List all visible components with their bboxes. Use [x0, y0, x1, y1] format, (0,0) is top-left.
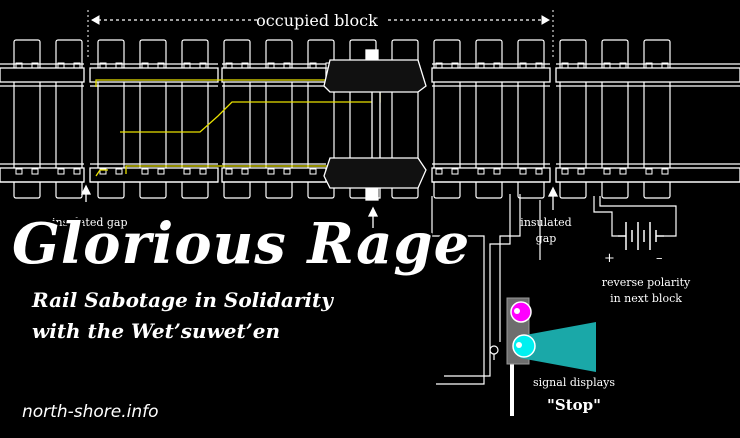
- railroad-tie: [139, 39, 167, 199]
- gap-arrows: [80, 184, 559, 228]
- rails: [0, 63, 740, 183]
- bolt: [183, 62, 191, 69]
- bolt: [225, 168, 233, 175]
- website-credit: north-shore.info: [22, 402, 159, 422]
- bolt: [309, 62, 317, 69]
- bolt: [115, 168, 123, 175]
- wheel-axle-icon: [323, 49, 427, 201]
- insulated-gap-right-label-2: gap: [536, 232, 557, 245]
- rail-segment: [0, 167, 85, 183]
- reverse-polarity-label-1: reverse polarity: [602, 276, 691, 289]
- bolt: [577, 62, 585, 69]
- railroad-tie: [181, 39, 209, 199]
- bolt: [141, 168, 149, 175]
- rail-segment: [0, 67, 85, 83]
- occupied-block-marker: [87, 10, 554, 58]
- bolt: [15, 62, 23, 69]
- bolt: [309, 168, 317, 175]
- bolt: [603, 62, 611, 69]
- occupied-block-label: occupied block: [256, 11, 378, 30]
- bolt: [477, 62, 485, 69]
- bolt: [283, 168, 291, 175]
- bolt: [645, 168, 653, 175]
- bolt: [535, 62, 543, 69]
- rail-segment: [431, 67, 551, 83]
- signal-caption-1: signal displays: [533, 376, 615, 389]
- railroad-tie: [601, 39, 629, 199]
- insulated-gap-left-label: insulated gap: [52, 216, 128, 229]
- railroad-tie: [391, 39, 419, 199]
- railroad-tie: [265, 39, 293, 199]
- bolt: [225, 62, 233, 69]
- bolt: [267, 62, 275, 69]
- railroad-tie: [13, 39, 41, 199]
- bolt: [115, 62, 123, 69]
- bolt: [73, 168, 81, 175]
- bolt: [157, 62, 165, 69]
- bolt: [561, 62, 569, 69]
- bolt: [57, 168, 65, 175]
- railroad-tie: [97, 39, 125, 199]
- bolt: [477, 168, 485, 175]
- battery-icon: [618, 222, 664, 250]
- signal-caption-2: "Stop": [547, 396, 601, 414]
- railroad-tie: [643, 39, 671, 199]
- bolt: [199, 62, 207, 69]
- bolt: [199, 168, 207, 175]
- bolt: [661, 168, 669, 175]
- insulated-gap-right-label-1: insulated: [520, 216, 571, 229]
- rail-segment: [431, 167, 551, 183]
- control-wiring: [431, 194, 677, 385]
- bolt: [603, 168, 611, 175]
- poster-subtitle-line-2: with the Wet’suwet’en: [32, 319, 280, 343]
- railroad-tie: [55, 39, 83, 199]
- bolt: [183, 168, 191, 175]
- bolt: [451, 62, 459, 69]
- signal-light-icon: [506, 297, 596, 416]
- bolt: [493, 62, 501, 69]
- bolt: [157, 168, 165, 175]
- battery-plus-sign: +: [604, 251, 615, 266]
- bolt: [73, 62, 81, 69]
- poster-subtitle-line-1: Rail Sabotage in Solidarity: [32, 288, 333, 312]
- rail-segment: [89, 67, 219, 83]
- bolt: [519, 168, 527, 175]
- railroad-tie: [223, 39, 251, 199]
- railroad-tie: [475, 39, 503, 199]
- bolt: [31, 62, 39, 69]
- bolt: [561, 168, 569, 175]
- bolt: [577, 168, 585, 175]
- bolt: [15, 168, 23, 175]
- bolt: [99, 62, 107, 69]
- rail-segment: [89, 167, 219, 183]
- bolt: [519, 62, 527, 69]
- railroad-tie: [433, 39, 461, 199]
- reverse-polarity-label-2: in next block: [610, 292, 682, 305]
- rail-segment: [555, 67, 740, 83]
- bolt: [619, 62, 627, 69]
- bolt: [645, 62, 653, 69]
- poster-title: Glorious Rage: [12, 211, 471, 277]
- bolt: [661, 62, 669, 69]
- bolt: [535, 168, 543, 175]
- bolt: [435, 168, 443, 175]
- bolt: [99, 168, 107, 175]
- battery-minus-sign: –: [656, 251, 663, 266]
- bolt: [267, 168, 275, 175]
- bolt: [141, 62, 149, 69]
- railroad-tie: [307, 39, 335, 199]
- bolt: [451, 168, 459, 175]
- bolt: [283, 62, 291, 69]
- bolt: [493, 168, 501, 175]
- railroad-tie: [559, 39, 587, 199]
- bolt: [241, 62, 249, 69]
- bolt: [241, 168, 249, 175]
- railroad-tie: [517, 39, 545, 199]
- bolt: [619, 168, 627, 175]
- bolt: [31, 168, 39, 175]
- bolt: [435, 62, 443, 69]
- bolt: [57, 62, 65, 69]
